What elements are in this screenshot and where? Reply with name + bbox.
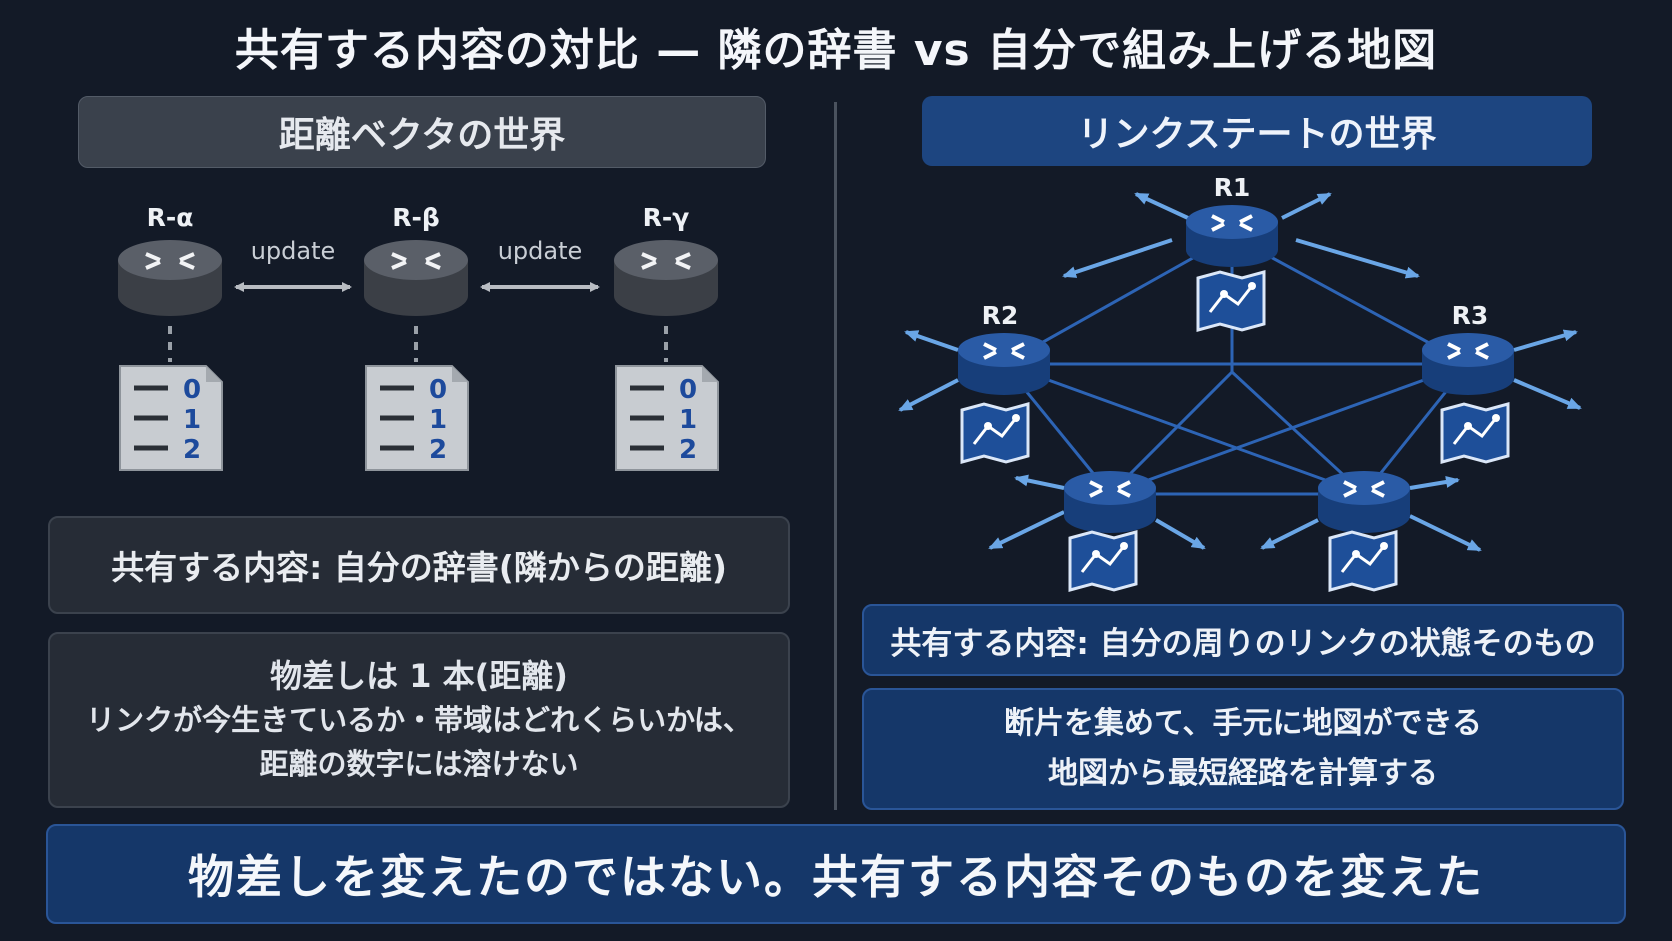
dv-limitation-line: 距離の数字には溶けない xyxy=(259,747,579,781)
map-icon xyxy=(1328,530,1398,592)
router-label-r3: R3 xyxy=(1452,301,1489,330)
table-value: 0 xyxy=(183,375,201,405)
ls-result-line: 断片を集めて、手元に地図ができる xyxy=(1004,706,1482,741)
dv-update-links: update update xyxy=(234,237,600,292)
map-icon xyxy=(1068,530,1138,592)
dv-routing-tables: 0 1 2 0 1 2 0 1 2 xyxy=(119,365,719,471)
dv-limitation-line: リンクが今生きているか・帯域はどれくらいかは、 xyxy=(86,703,752,737)
router-icon xyxy=(364,240,468,316)
router-label-r-beta: R-β xyxy=(392,203,440,232)
ls-share-panel: 共有する内容: 自分の周りのリンクの状態そのもの xyxy=(862,604,1624,676)
map-icon xyxy=(1196,270,1266,332)
router-icon xyxy=(118,240,222,316)
router-icon xyxy=(614,240,718,316)
table-value: 2 xyxy=(429,435,447,465)
distance-vector-header: 距離ベクタの世界 xyxy=(78,96,766,168)
router-label-r-alpha: R-α xyxy=(147,203,194,232)
table-value: 1 xyxy=(429,405,447,435)
table-value: 0 xyxy=(429,375,447,405)
ls-result-panel: 断片を集めて、手元に地図ができる 地図から最短経路を計算する xyxy=(862,688,1624,810)
dv-limitation-line: 物差しは 1 本(距離) xyxy=(270,657,568,695)
router-icon xyxy=(1422,333,1514,395)
map-icon xyxy=(1440,402,1510,464)
update-label: update xyxy=(498,237,583,265)
routing-table-icon xyxy=(615,365,719,471)
page-title: 共有する内容の対比 — 隣の辞書 vs 自分で組み上げる地図 xyxy=(234,25,1438,76)
router-label-r-gamma: R-γ xyxy=(643,203,690,232)
table-value: 1 xyxy=(183,405,201,435)
table-value: 0 xyxy=(679,375,697,405)
router-label-r1: R1 xyxy=(1214,173,1251,202)
table-value: 1 xyxy=(679,405,697,435)
dv-share-panel: 共有する内容: 自分の辞書(隣からの距離) xyxy=(48,516,790,614)
link-state-header: リンクステートの世界 xyxy=(922,96,1592,166)
router-label-r2: R2 xyxy=(982,301,1019,330)
section-divider xyxy=(834,102,837,810)
dv-dashed-connectors xyxy=(168,326,668,362)
table-value: 2 xyxy=(183,435,201,465)
ls-share-text: 共有する内容: 自分の周りのリンクの状態そのもの xyxy=(890,625,1596,662)
router-icon xyxy=(1064,471,1156,533)
router-icon xyxy=(1318,471,1410,533)
table-value: 2 xyxy=(679,435,697,465)
routing-table-icon xyxy=(365,365,469,471)
update-label: update xyxy=(251,237,336,265)
map-icon xyxy=(960,402,1030,464)
router-icon xyxy=(1186,205,1278,267)
ls-result-line: 地図から最短経路を計算する xyxy=(1048,756,1438,791)
dv-routers-group: R-α R-β R-γ xyxy=(118,203,718,316)
router-icon xyxy=(958,333,1050,395)
ls-flood-arrows xyxy=(898,192,1582,552)
routing-table-icon xyxy=(119,365,223,471)
conclusion-banner: 物差しを変えたのではない。共有する内容そのものを変えた xyxy=(46,824,1626,924)
ls-routers-group xyxy=(958,205,1514,533)
dv-share-text: 共有する内容: 自分の辞書(隣からの距離) xyxy=(111,548,727,587)
ls-map-icons xyxy=(960,270,1510,592)
dv-limitation-panel: 物差しは 1 本(距離) リンクが今生きているか・帯域はどれくらいかは、 距離の… xyxy=(48,632,790,808)
